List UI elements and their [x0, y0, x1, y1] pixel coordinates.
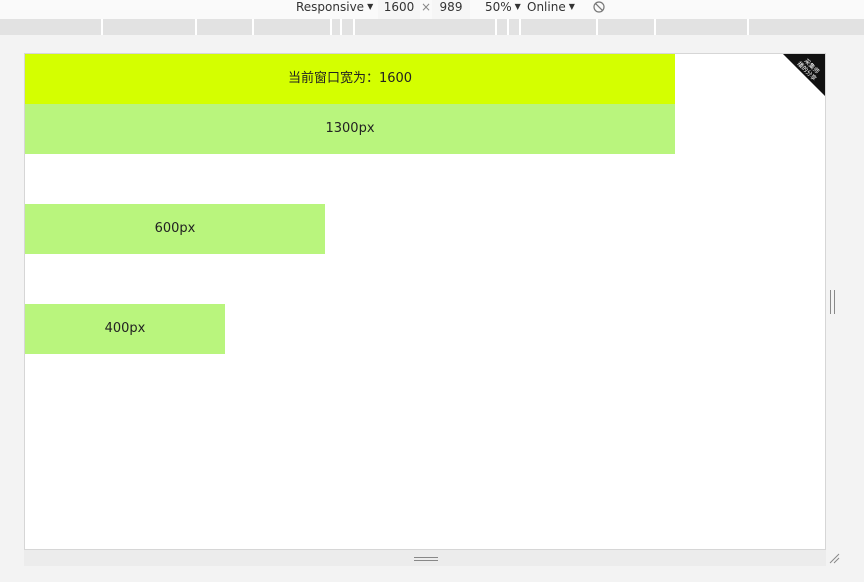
width-input-value: 1600 [383, 0, 415, 14]
media-query-segment[interactable] [0, 19, 103, 35]
zoom-select-label: 50% [485, 0, 512, 14]
media-query-segment[interactable] [254, 19, 332, 35]
media-query-segment[interactable] [598, 19, 656, 35]
resize-right-handle[interactable] [830, 290, 836, 314]
device-viewport: 当前窗口宽为：1600 1300px 600px 400px 采集师 播的分享 [24, 53, 826, 550]
corner-ribbon[interactable]: 采集师 播的分享 [783, 54, 825, 96]
throttle-select-label: Online [527, 0, 566, 14]
height-input[interactable]: 989 [432, 0, 470, 19]
block-1300: 1300px [25, 104, 675, 154]
device-select-label: Responsive [296, 0, 365, 14]
media-query-segment[interactable] [509, 19, 521, 35]
block-1300-label: 1300px [325, 121, 375, 136]
block-600-label: 600px [154, 221, 196, 236]
window-width-text: 当前窗口宽为：1600 [287, 71, 413, 86]
media-query-segment[interactable] [103, 19, 197, 35]
media-query-segment[interactable] [342, 19, 355, 35]
media-query-segment[interactable] [355, 19, 497, 35]
block-600: 600px [25, 204, 325, 254]
media-query-segment[interactable] [521, 19, 598, 35]
rotate-icon[interactable] [592, 0, 606, 14]
caret-down-icon: ▼ [514, 2, 521, 11]
media-query-segment[interactable] [197, 19, 254, 35]
resize-corner-grip-icon[interactable] [828, 552, 840, 564]
device-select[interactable]: Responsive▼ [296, 0, 373, 19]
throttle-select[interactable]: Online▼ [527, 0, 575, 19]
media-query-segment[interactable] [497, 19, 509, 35]
window-width-banner: 当前窗口宽为：1600 [25, 54, 675, 104]
caret-down-icon: ▼ [568, 2, 575, 11]
zoom-select[interactable]: 50%▼ [485, 0, 521, 19]
resize-bottom-handle[interactable] [414, 556, 438, 562]
media-query-segment[interactable] [656, 19, 749, 35]
ribbon-text: 采集师 播的分享 [790, 54, 825, 88]
bottom-resize-strip [24, 550, 826, 566]
device-toolbar: Responsive▼ 1600 × 989 50%▼ Online▼ [0, 0, 864, 19]
media-query-segment[interactable] [332, 19, 342, 35]
dimension-separator: × [421, 0, 431, 19]
width-input[interactable]: 1600 [378, 0, 420, 19]
media-query-segment[interactable] [749, 19, 864, 35]
times-sign: × [421, 0, 432, 14]
height-input-value: 989 [439, 0, 463, 14]
block-400-label: 400px [104, 321, 146, 336]
block-400: 400px [25, 304, 225, 354]
caret-down-icon: ▼ [367, 2, 374, 11]
media-query-bar [0, 19, 864, 35]
